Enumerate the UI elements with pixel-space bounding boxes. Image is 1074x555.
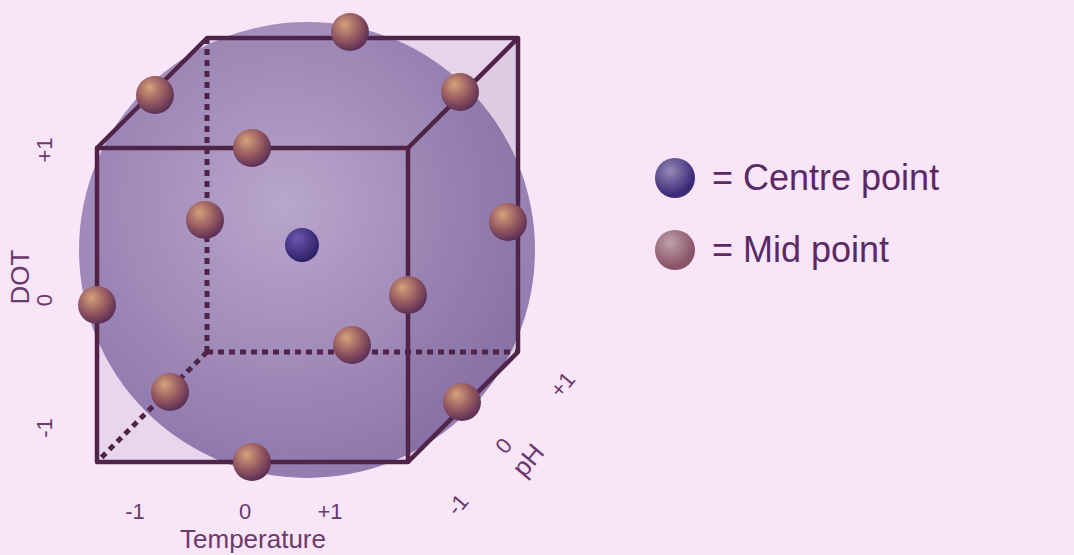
axis-title: DOT — [7, 250, 33, 305]
design-sphere — [79, 22, 535, 478]
axis-title: Temperature — [180, 526, 326, 552]
mid-points — [78, 13, 527, 481]
legend-swatch — [652, 227, 698, 273]
axis-tick-label: -1 — [443, 490, 472, 519]
sphere-highlight — [655, 230, 695, 270]
legend-label: = Centre point — [712, 158, 939, 198]
axis-tick-label: 0 — [34, 294, 56, 306]
cube-edges — [97, 38, 518, 462]
legend-item: = Mid point — [652, 227, 889, 273]
legend-label: = Mid point — [712, 230, 889, 270]
hidden-edges — [97, 38, 518, 462]
legend-swatch — [652, 155, 698, 201]
legend-sphere — [655, 230, 695, 270]
legend-sphere — [655, 158, 695, 198]
axis-tick-label: -1 — [125, 501, 145, 523]
legend-item: = Centre point — [652, 155, 939, 201]
centre-point — [285, 228, 319, 262]
axis-tick-label: -1 — [34, 418, 56, 438]
cube-face — [408, 38, 518, 462]
axis-tick-label: +1 — [547, 368, 580, 401]
sphere-highlight — [655, 158, 695, 198]
axis-tick-label: 0 — [239, 501, 251, 523]
axis-tick-label: +1 — [34, 137, 56, 162]
axis-tick-label: 0 — [492, 434, 517, 458]
cube-face — [97, 148, 408, 462]
axis-tick-label: +1 — [317, 501, 342, 523]
